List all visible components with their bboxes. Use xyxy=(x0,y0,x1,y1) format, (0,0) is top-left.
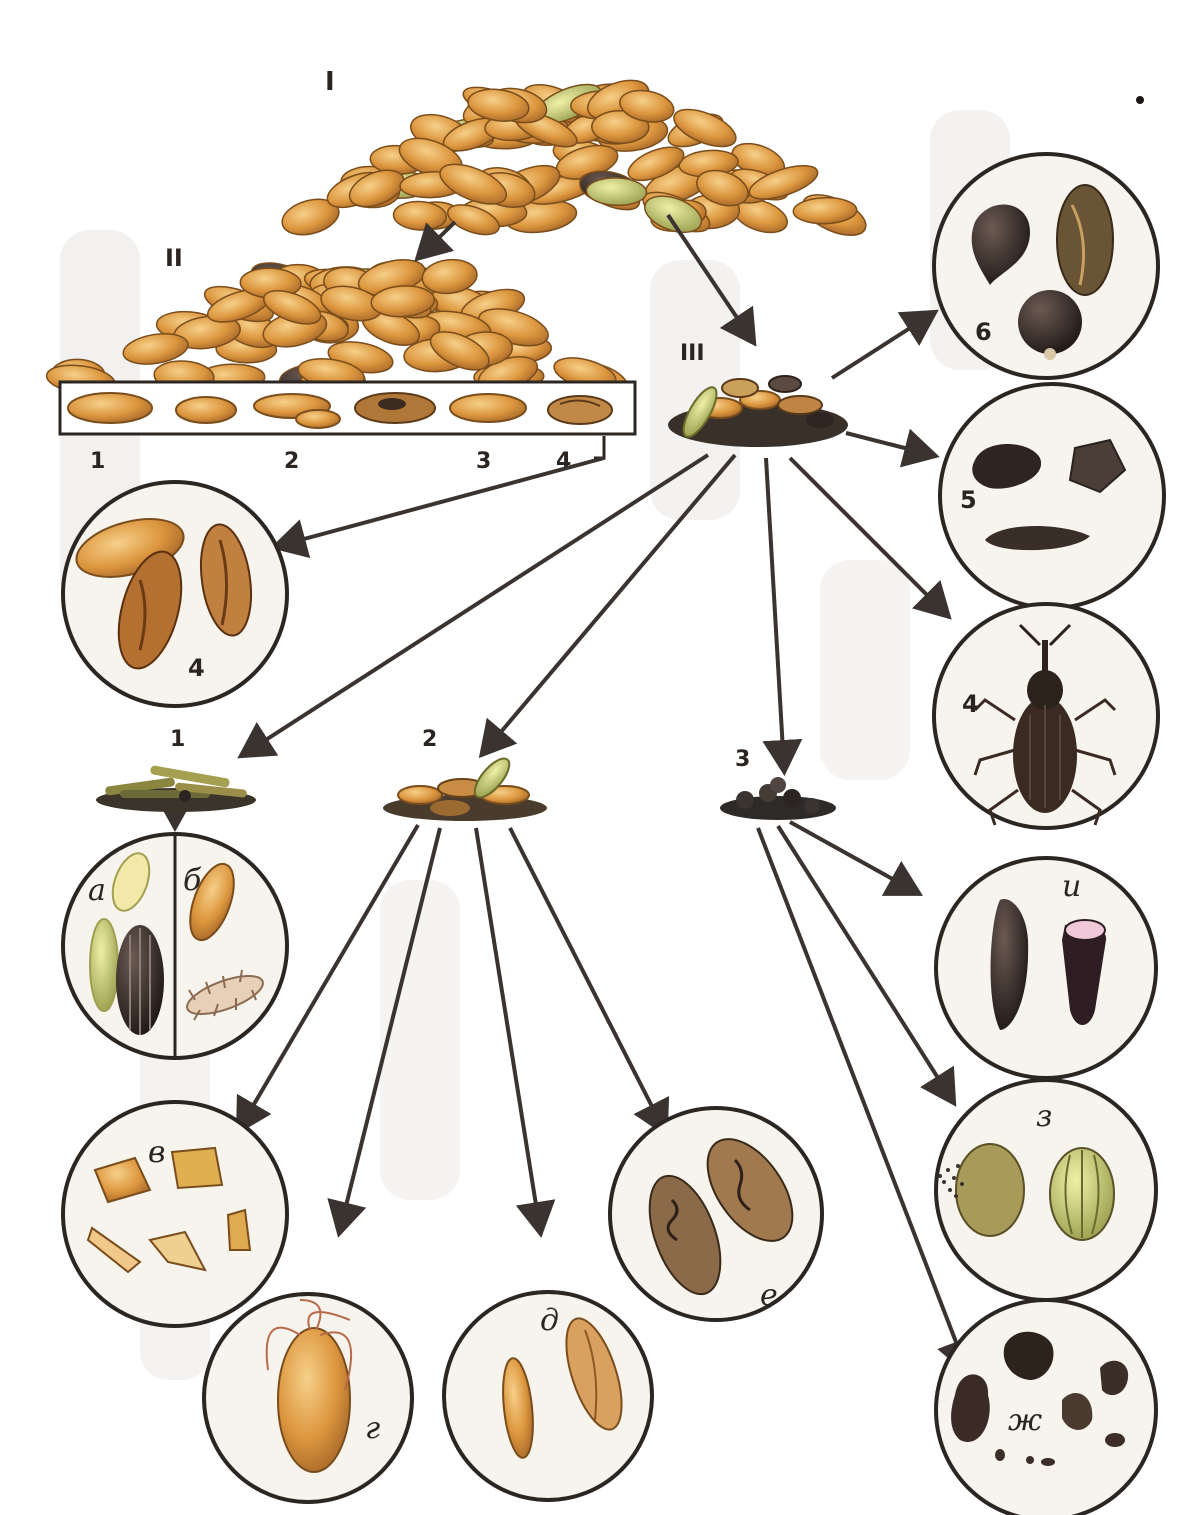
circle-4-damaged-grains: 4 xyxy=(63,482,287,706)
label-a: а xyxy=(88,873,106,908)
label-i: и xyxy=(1062,869,1081,904)
row-label-2: 2 xyxy=(284,449,299,474)
row-label-3: 3 xyxy=(476,449,491,474)
label-zh: ж xyxy=(1008,1403,1042,1438)
fraction-pile-2: 2 xyxy=(383,727,547,821)
label-g: г xyxy=(365,1411,380,1446)
circle-e-moldy-grains: е xyxy=(610,1108,822,1320)
speck xyxy=(1136,96,1144,104)
fraction-label-3: 3 xyxy=(735,747,750,772)
circle-a-b-seeds: а б xyxy=(63,834,287,1058)
circle-4-weevil: 4 xyxy=(934,604,1158,828)
label-d: д xyxy=(540,1303,559,1338)
label-e: е xyxy=(760,1278,778,1313)
fraction-pile-3: 3 xyxy=(720,747,836,820)
label-III: III xyxy=(680,341,705,366)
grain-pile-I: I xyxy=(278,67,872,244)
circle-g-sprouted-grain: г xyxy=(204,1294,412,1502)
label-I: I xyxy=(325,67,335,97)
label-II: II xyxy=(165,244,183,272)
circle-label-4-right: 4 xyxy=(962,690,979,718)
fraction-label-1: 1 xyxy=(170,727,185,752)
label-z: з xyxy=(1036,1099,1052,1134)
circle-label-4-left: 4 xyxy=(188,654,205,682)
circle-label-6: 6 xyxy=(975,318,992,346)
circle-6-weed-seeds: 6 xyxy=(934,154,1158,378)
circle-i-ergot: и xyxy=(936,858,1156,1078)
circle-d-shriveled-grains: д xyxy=(444,1292,652,1500)
label-b: б xyxy=(183,863,202,898)
circle-5-mineral-impurities: 5 xyxy=(940,384,1164,608)
row-label-1: 1 xyxy=(90,449,105,474)
defective-grains-row: 1 2 3 4 xyxy=(60,382,635,474)
grain-kernel xyxy=(586,177,647,206)
circle-v-broken-grains: в xyxy=(63,1102,287,1326)
circle-z-bunt-balls: з xyxy=(936,1080,1156,1300)
fraction-label-2: 2 xyxy=(422,727,437,752)
circle-label-5: 5 xyxy=(960,486,977,514)
label-v: в xyxy=(148,1135,165,1170)
circle-zh-soil-lumps: ж xyxy=(936,1300,1156,1515)
fraction-pile-1: 1 xyxy=(96,727,256,812)
